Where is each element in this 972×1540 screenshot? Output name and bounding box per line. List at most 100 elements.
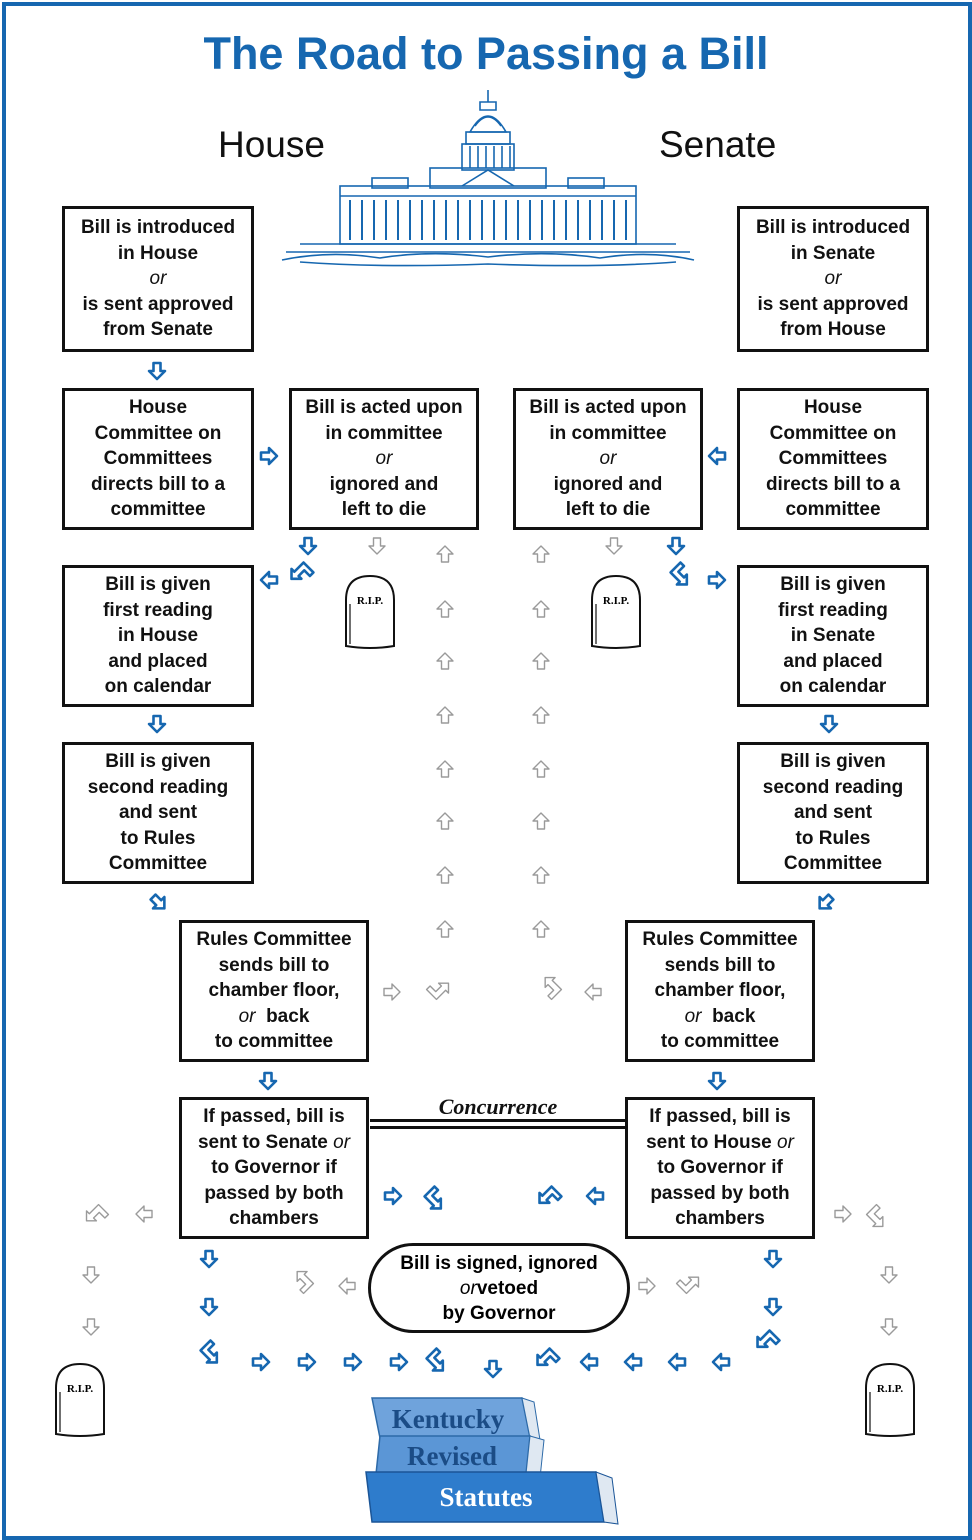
flow-arrow-icon [666,561,696,591]
house-second-reading-box: Bill is given second reading and sent to… [62,742,254,884]
tombstone-icon: R.I.P. [345,574,395,649]
faint-arrow-icon [82,1266,100,1284]
box-line: Committees [778,448,888,470]
house-introduced-line: in House [117,242,199,264]
box-line: in committee [325,422,443,444]
box-line: Committees [103,448,213,470]
box-line: to committee [214,1031,334,1053]
tombstone-icon: R.I.P. [591,574,641,649]
box-line: first reading [103,599,213,621]
box-line: sends bill to [664,954,776,976]
house-introduced-line: Bill is introduced [80,217,236,239]
box-line: on calendar [779,676,887,698]
box-line: back [712,1005,756,1027]
faint-arrow-icon [532,920,550,938]
faint-arrow-icon [536,971,565,1001]
oval-line: vetoed [476,1277,539,1299]
concurrence-line-top [370,1119,626,1122]
flow-arrow-icon [666,536,686,556]
tombstone-icon: R.I.P. [865,1362,915,1437]
box-line: chambers [229,1208,319,1230]
faint-arrow-icon [436,866,454,884]
box-line: is sent approved [757,293,909,315]
oval-line: Bill is signed, ignored [400,1252,598,1274]
tombstone-text: R.I.P. [603,595,629,607]
box-line: Committee on [94,422,222,444]
box-line: and sent [793,802,873,824]
concurrence-line-bottom [370,1126,626,1129]
faint-arrow-icon [532,600,550,618]
faint-arrow-icon [436,760,454,778]
box-line: sent to Senate [197,1131,328,1153]
flow-arrow-icon [585,1186,605,1206]
box-line: If passed, bill is [649,1106,791,1128]
box-line: House [128,397,188,419]
box-line: chamber floor, [654,980,786,1002]
house-introduced-line: from Senate [103,319,213,341]
senate-acted-upon-box: Bill is acted upon in committee or ignor… [513,388,703,530]
box-line: directs bill to a [90,473,226,495]
box-line: Committee [108,853,208,875]
flow-arrow-icon [146,890,172,916]
senate-rules-committee-box: Rules Committee sends bill to chamber fl… [625,920,815,1062]
box-line: Bill is introduced [755,217,911,239]
box-line: or back [685,1004,756,1030]
statutes-books-illustration: Kentucky Revised Statutes [365,1397,619,1525]
box-line: ignored and [329,473,439,495]
faint-arrow-icon [863,1203,892,1233]
flow-arrow-icon [259,446,279,466]
flow-arrow-icon [623,1352,643,1372]
flow-arrow-icon [751,1326,781,1356]
box-line: left to die [565,499,651,521]
box-line: in House [117,625,199,647]
or-label: or [333,1131,351,1153]
flow-arrow-icon [819,714,839,734]
faint-arrow-icon [532,760,550,778]
flow-arrow-icon [763,1249,783,1269]
box-line: Bill is acted upon [529,397,687,419]
box-line: to Governor if [211,1157,337,1179]
faint-arrow-icon [532,866,550,884]
box-line: to Governor if [657,1157,783,1179]
box-line: second reading [87,776,229,798]
box-line: Rules Committee [196,929,352,951]
box-line: left to die [341,499,427,521]
box-line: Bill is given [105,751,211,773]
flow-arrow-icon [389,1352,409,1372]
box-line: back [266,1005,310,1027]
flow-arrow-icon [707,446,727,466]
faint-arrow-icon [605,537,623,555]
faint-arrow-icon [880,1318,898,1336]
flow-arrow-icon [711,1352,731,1372]
faint-arrow-icon [880,1266,898,1284]
faint-arrow-icon [584,983,602,1001]
flow-arrow-icon [196,1339,226,1369]
box-line: and placed [783,650,883,672]
flow-arrow-icon [707,570,727,590]
box-line: Rules Committee [642,929,798,951]
governor-oval: Bill is signed, ignored orvetoed by Gove… [368,1243,630,1333]
box-line: chamber floor, [208,980,340,1002]
oval-line: by Governor [442,1302,556,1324]
faint-arrow-icon [834,1205,852,1223]
senate-first-reading-box: Bill is given first reading in Senate an… [737,565,929,707]
faint-arrow-icon [288,1265,317,1295]
box-line: directs bill to a [765,473,901,495]
or-label: or [777,1131,794,1153]
box-line: Bill is given [780,574,886,596]
faint-arrow-icon [532,652,550,670]
box-line: or back [239,1004,310,1030]
box-line: ignored and [553,473,663,495]
flow-arrow-icon [199,1297,219,1317]
box-line: Bill is given [105,574,211,596]
box-line: second reading [762,776,904,798]
house-introduced-line: is sent approved [82,293,234,315]
faint-arrow-icon [425,974,455,1003]
flow-arrow-icon [531,1344,561,1374]
statutes-line: Kentucky [392,1404,505,1434]
flow-arrow-icon [297,1352,317,1372]
faint-arrow-icon [80,1201,110,1230]
box-line: Committee on [769,422,897,444]
oval-line: orvetoed [460,1276,538,1301]
